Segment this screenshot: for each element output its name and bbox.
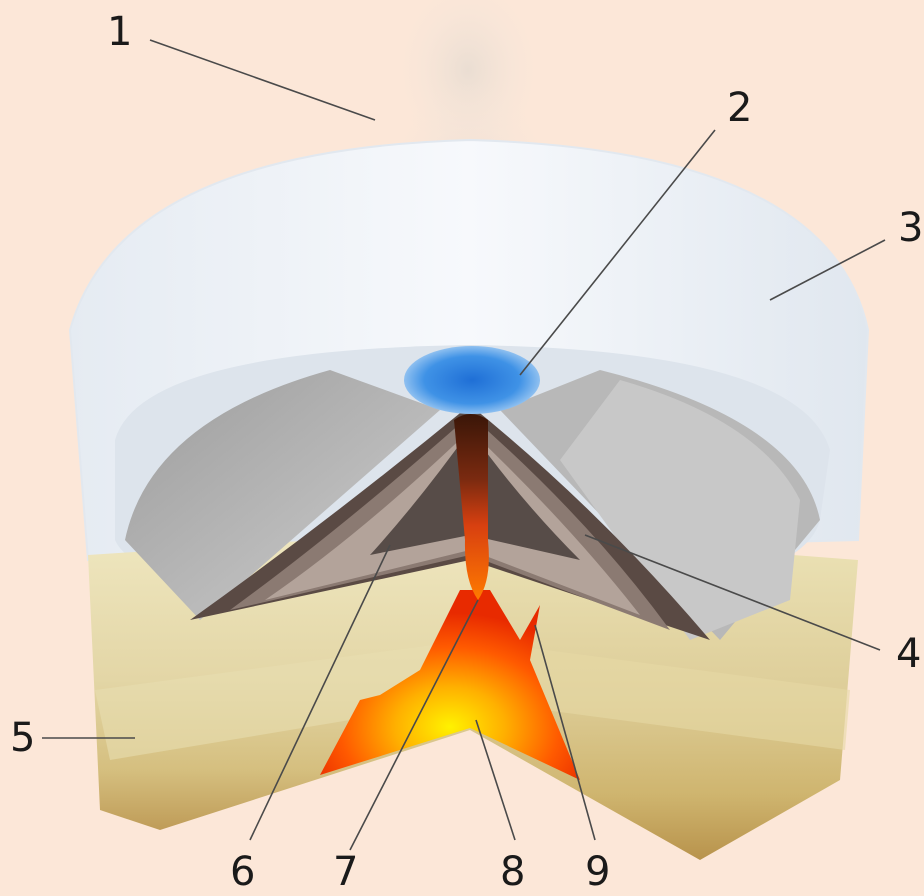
callout-9: 9	[585, 852, 610, 892]
callout-2: 2	[727, 88, 752, 128]
callout-1: 1	[107, 12, 132, 52]
callout-8: 8	[500, 852, 525, 892]
callout-4: 4	[896, 634, 921, 674]
callout-6: 6	[230, 852, 255, 892]
callout-3: 3	[898, 208, 923, 248]
crater-lake	[404, 346, 540, 414]
callout-7: 7	[333, 852, 358, 892]
callout-5: 5	[10, 718, 35, 758]
leader-line-1	[150, 40, 375, 120]
